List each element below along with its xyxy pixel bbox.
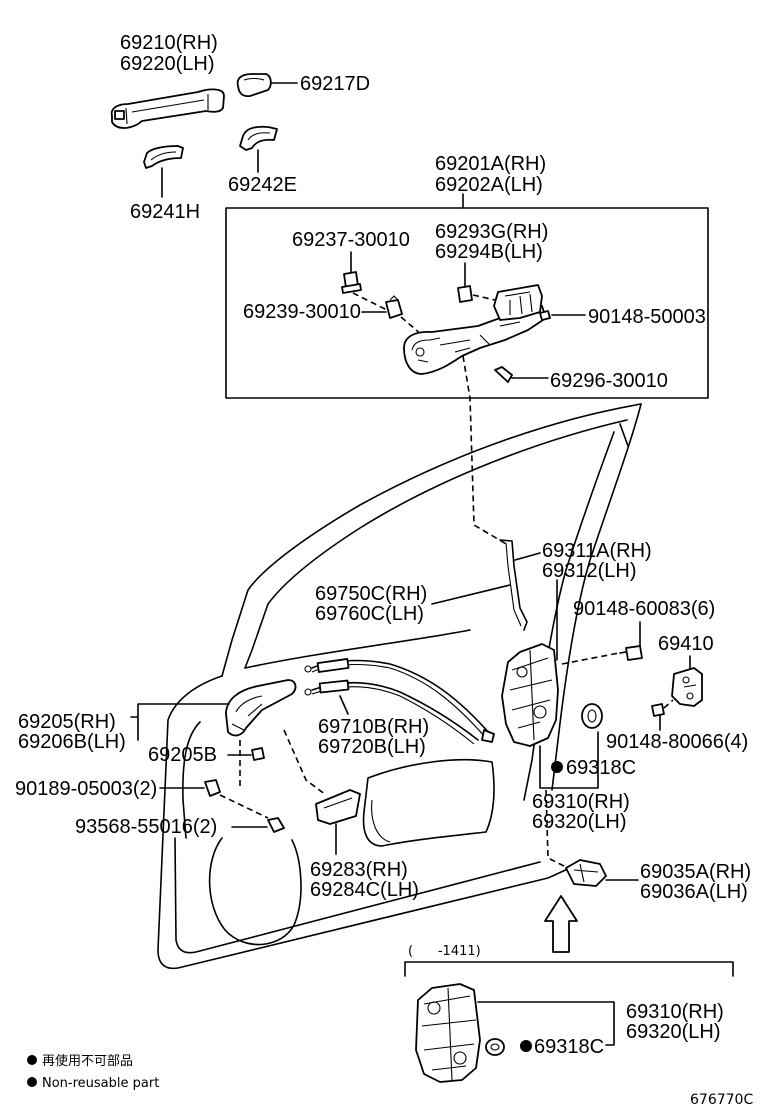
striker-part [671, 655, 703, 707]
variant-washer-part [485, 1038, 505, 1056]
lock-assy-lh-label: 69320(LH) [532, 811, 627, 833]
screw-b-label: 69296-30010 [550, 370, 668, 392]
handle-cover-part [236, 73, 298, 98]
latch-cover-part [565, 859, 639, 887]
legend-text-en: Non-reusable part [42, 1076, 159, 1091]
washer-part [581, 703, 603, 729]
lock-assy-rh-label: 69310(RH) [532, 791, 630, 813]
latch-cover-rh-label: 69035A(RH) [640, 861, 751, 883]
handle-pad-a-part [239, 125, 278, 173]
clip-b-label: 69239-30010 [243, 301, 361, 323]
cylinder-lever-part [457, 262, 543, 321]
frame-assy-rh-label: 69201A(RH) [435, 153, 546, 175]
link-rod-lh-label: 69312(LH) [542, 560, 637, 582]
link-rod-part [499, 539, 558, 661]
washer-label: 69318C [566, 757, 636, 779]
link-rod-rh-label: 69311A(RH) [542, 540, 652, 562]
variant-lock-assy-lh-label: 69320(LH) [626, 1021, 721, 1043]
striker-screw-b-label: 90148-80066(4) [606, 731, 748, 753]
screw-b-part [494, 366, 549, 383]
screw-a-part [539, 310, 586, 321]
inside-handle-sub-part [227, 747, 265, 761]
up-arrow-icon [544, 895, 578, 953]
variant-range-bracket [404, 961, 734, 977]
control-cable-rh-label: 69710B(RH) [318, 716, 429, 738]
handle-pad-b-part [143, 145, 184, 198]
handle-bracket-rh-label: 69283(RH) [310, 859, 408, 881]
connection-dashed-line [462, 355, 509, 546]
outside-handle-lh-label: 69220(LH) [120, 53, 215, 75]
cylinder-lever-rh-label: 69293G(RH) [435, 221, 548, 243]
inside-handle-sub-label: 69205B [148, 744, 217, 766]
control-cable-lh-label: 69720B(LH) [318, 736, 426, 758]
latch-cover-dashed-line [545, 789, 573, 871]
inside-handle-lh-label: 69206B(LH) [18, 731, 126, 753]
handle-pad-b-label: 69241H [130, 201, 200, 223]
lock-cable-lh-label: 69760C(LH) [315, 603, 424, 625]
legend-marker-en [27, 1077, 37, 1087]
handle-bracket-part [315, 789, 361, 855]
lock-assy-part [501, 643, 599, 789]
frame-assy-box [225, 207, 709, 399]
handle-bracket-lh-label: 69284C(LH) [310, 879, 419, 901]
inside-handle-part [130, 679, 327, 796]
screw-c-label: 93568-55016(2) [75, 816, 217, 838]
striker-screw-label: 90148-60083(6) [573, 598, 715, 620]
striker-screw-part [561, 621, 643, 665]
clip-c-label: 90189-05003(2) [15, 778, 157, 800]
clip-a-part [341, 251, 388, 311]
cables-part [304, 584, 511, 745]
legend-marker-ja [27, 1055, 37, 1065]
outside-door-handle [110, 88, 225, 129]
outside-handle-rh-label: 69210(RH) [120, 32, 218, 54]
handle-cover-label: 69217D [300, 73, 370, 95]
screw-a-label: 90148-50003 [588, 306, 706, 328]
variant-lock-assy-rh-label: 69310(RH) [626, 1001, 724, 1023]
screw-c-part [231, 817, 285, 833]
striker-screw-b-part [651, 699, 674, 731]
frame-assy-lh-label: 69202A(LH) [435, 174, 543, 196]
handle-pad-a-label: 69242E [228, 174, 297, 196]
lock-cable-rh-label: 69750C(RH) [315, 583, 427, 605]
latch-cover-lh-label: 69036A(LH) [640, 881, 748, 903]
inside-handle-rh-label: 69205(RH) [18, 711, 116, 733]
variant-non-reusable-marker [520, 1040, 532, 1052]
figure-id: 676770C [690, 1092, 753, 1108]
variant-range-label: ( -1411) [408, 944, 481, 959]
variant-washer-label: 69318C [534, 1036, 604, 1058]
handle-frame-part [403, 305, 547, 375]
striker-label: 69410 [658, 633, 714, 655]
variant-lock-assy-part [415, 983, 615, 1083]
clip-c-part [159, 779, 269, 819]
legend-text-ja: 再使用不可部品 [42, 1053, 133, 1069]
non-reusable-marker [551, 761, 563, 773]
door-outline [157, 403, 642, 970]
clip-a-label: 69237-30010 [292, 229, 410, 251]
cylinder-lever-lh-label: 69294B(LH) [435, 241, 543, 263]
